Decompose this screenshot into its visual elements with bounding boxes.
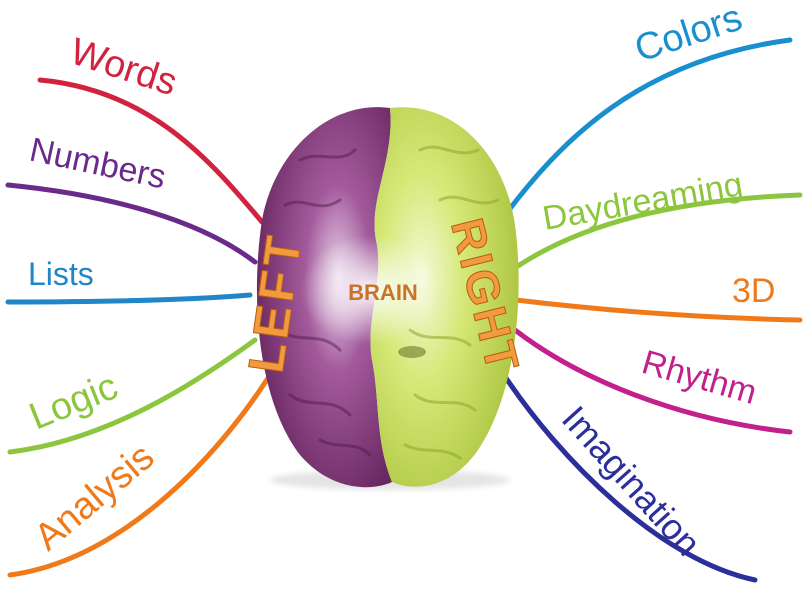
label-daydreaming: Daydreaming — [540, 165, 746, 238]
label-imagination: Imagination — [554, 398, 709, 564]
branch-line-numbers — [8, 185, 255, 262]
label-numbers: Numbers — [26, 131, 169, 197]
branch-line-lists — [8, 295, 250, 302]
brain-fold — [398, 346, 426, 358]
label-lists: Lists — [28, 256, 94, 292]
label-words: Words — [65, 31, 182, 105]
label-analysis: Analysis — [27, 436, 162, 559]
brain-title: BRAIN — [348, 280, 418, 305]
label-colors: Colors — [630, 0, 747, 71]
label-3d: 3D — [732, 272, 775, 310]
